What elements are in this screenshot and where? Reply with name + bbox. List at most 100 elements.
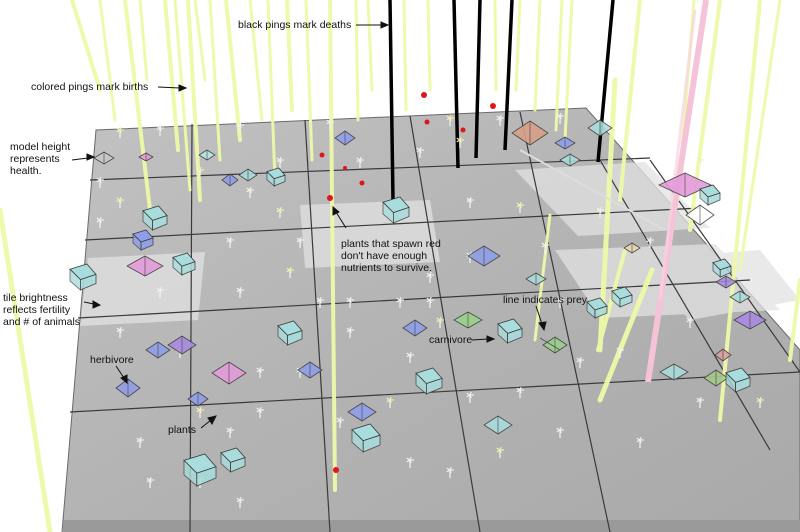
plant-icon bbox=[406, 456, 414, 468]
annotation-model-height: model height represents health. bbox=[10, 141, 71, 177]
plant-icon bbox=[556, 296, 564, 308]
plant-icon bbox=[116, 196, 124, 208]
herbivore-creature-icon bbox=[715, 275, 737, 289]
carnivore-creature-icon bbox=[699, 184, 721, 206]
herbivore-creature-icon bbox=[167, 335, 197, 355]
plant-icon bbox=[116, 326, 124, 338]
plant-icon bbox=[496, 446, 504, 458]
annotation-prey-line: line indicates prey bbox=[503, 294, 588, 306]
plant-icon bbox=[541, 241, 549, 253]
herbivore-creature-icon bbox=[238, 168, 258, 182]
herbivore-creature-icon bbox=[211, 361, 247, 385]
herbivore-creature-icon bbox=[685, 204, 715, 226]
creatures-layer bbox=[69, 119, 767, 487]
plant-icon bbox=[696, 156, 704, 168]
plant-icon bbox=[646, 236, 654, 248]
herbivore-creature-icon bbox=[126, 255, 164, 277]
herbivore-creature-icon bbox=[623, 242, 641, 254]
plant-icon bbox=[256, 366, 264, 378]
plant-icon bbox=[556, 112, 564, 124]
carnivore-creature-icon bbox=[611, 286, 633, 308]
plant-icon bbox=[516, 386, 524, 398]
annotation-births: colored pings mark births bbox=[31, 81, 149, 93]
plant-icon bbox=[336, 416, 344, 428]
plant-icon bbox=[226, 236, 234, 248]
herbivore-creature-icon bbox=[115, 378, 141, 398]
plant-icon bbox=[426, 296, 434, 308]
herbivore-creature-icon bbox=[483, 415, 513, 435]
plant-icon bbox=[356, 156, 364, 168]
plant-icon bbox=[636, 436, 644, 448]
plant-icon bbox=[146, 476, 154, 488]
plant-icon bbox=[446, 114, 454, 126]
carnivore-creature-icon bbox=[183, 453, 217, 487]
prey-line bbox=[539, 337, 561, 351]
plant-icon bbox=[456, 136, 464, 148]
plant-icon bbox=[406, 351, 414, 363]
herbivore-creature-icon bbox=[467, 245, 501, 267]
carnivore-creature-icon bbox=[69, 263, 97, 291]
prey-line-2 bbox=[519, 149, 666, 231]
herbivore-creature-icon bbox=[525, 272, 547, 286]
carnivore-creature-icon bbox=[712, 258, 732, 278]
herbivore-creature-icon bbox=[453, 311, 483, 329]
herbivore-creature-icon bbox=[297, 361, 323, 379]
plant-icon bbox=[156, 286, 164, 298]
plant-icon bbox=[446, 466, 454, 478]
carnivore-creature-icon bbox=[266, 167, 286, 187]
plant-icon bbox=[516, 201, 524, 213]
carnivore-creature-icon bbox=[725, 367, 751, 393]
plant-icon bbox=[756, 396, 764, 408]
annotation-arrows bbox=[71, 21, 547, 429]
annotation-red-plants: plants that spawn red don't have enough … bbox=[341, 238, 441, 274]
plant-icon bbox=[386, 396, 394, 408]
herbivore-creature-icon bbox=[334, 130, 356, 146]
birth-ping-pink-2 bbox=[658, 9, 697, 301]
plant-icon bbox=[426, 271, 434, 283]
plant-icon bbox=[236, 496, 244, 508]
plant-icon bbox=[496, 114, 504, 126]
ground-plane-edge bbox=[62, 520, 800, 532]
herbivore-creature-icon bbox=[221, 173, 239, 187]
plant-icon bbox=[576, 356, 584, 368]
herbivore-creature-icon bbox=[187, 391, 209, 407]
annotation-carnivore: carnivore bbox=[429, 334, 473, 346]
plant-icon bbox=[116, 126, 124, 138]
plant-icon bbox=[696, 396, 704, 408]
carnivore-creature-icon bbox=[586, 297, 608, 319]
herbivore-creature-icon bbox=[554, 136, 576, 150]
herbivore-creature-icon bbox=[658, 172, 712, 198]
herbivore-creature-icon bbox=[587, 119, 613, 137]
plant-icon bbox=[236, 121, 244, 133]
annotation-herbivore: herbivore bbox=[90, 354, 134, 366]
carnivore-creature-icon bbox=[511, 120, 549, 146]
carnivore-creature-icon bbox=[415, 367, 443, 395]
plant-icon bbox=[156, 124, 164, 136]
plant-icon bbox=[196, 166, 204, 178]
herbivore-creature-icon bbox=[733, 310, 767, 330]
herbivore-creature-icon bbox=[559, 153, 581, 167]
plant-icon bbox=[296, 236, 304, 248]
plant-icon bbox=[436, 316, 444, 328]
plant-icon bbox=[686, 316, 694, 328]
carnivore-creature-icon bbox=[351, 423, 381, 453]
plant-icon bbox=[466, 196, 474, 208]
plant-icon bbox=[276, 206, 284, 218]
herbivore-creature-icon bbox=[145, 341, 171, 359]
plant-icon bbox=[96, 216, 104, 228]
carnivore-creature-icon bbox=[172, 252, 196, 276]
nutrient-poor-plants bbox=[319, 92, 496, 473]
herbivore-creature-icon bbox=[198, 149, 216, 161]
herbivore-creature-icon bbox=[703, 369, 729, 387]
plant-icon bbox=[316, 296, 324, 308]
carnivore-creature-icon bbox=[142, 205, 168, 231]
annotation-tile-brightness: tile brightness reflects fertility and #… bbox=[3, 292, 81, 328]
plant-icon bbox=[556, 426, 564, 438]
plant-icon bbox=[136, 436, 144, 448]
annotation-plants: plants bbox=[168, 424, 197, 436]
plant-icon bbox=[396, 296, 404, 308]
plant-icon bbox=[96, 176, 104, 188]
plant-icon bbox=[246, 186, 254, 198]
